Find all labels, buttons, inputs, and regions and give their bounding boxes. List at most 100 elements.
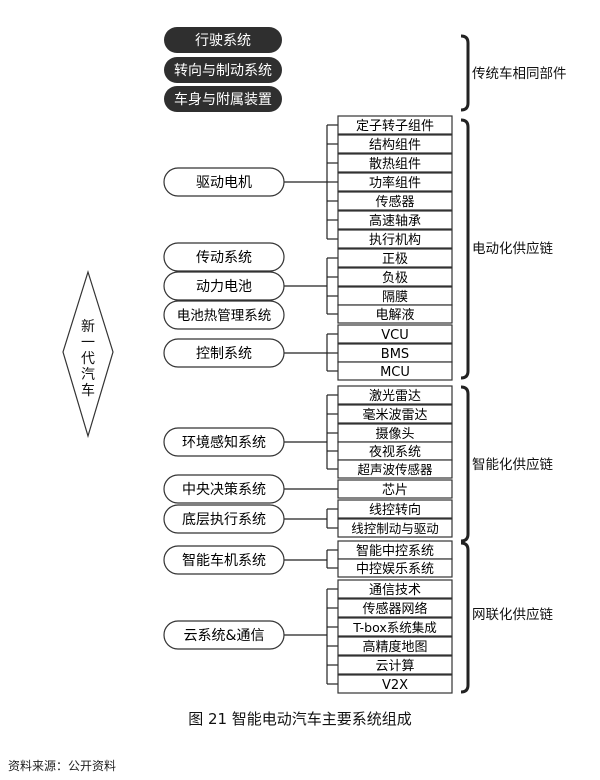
part-box — [337, 172, 453, 192]
part-box — [337, 518, 453, 538]
system-transmission-label: 传动系统 — [196, 250, 252, 266]
system-cloud-comm-label: 云系统&通信 — [184, 628, 265, 644]
system-battery-thermal — [163, 300, 285, 330]
part-label: 线控制动与驱动 — [351, 521, 439, 536]
part-label: 隔膜 — [382, 290, 408, 305]
top-pill-steering-braking — [164, 57, 282, 83]
part-label: 结构组件 — [369, 138, 421, 153]
system-drive-motor — [163, 167, 285, 197]
center-node-char: 车 — [81, 382, 95, 399]
part-box — [337, 459, 453, 479]
top-pill-body — [164, 86, 282, 112]
part-box — [337, 499, 453, 519]
part-box — [337, 134, 453, 154]
part-label: 正极 — [382, 252, 408, 267]
part-label: 传感器网络 — [362, 601, 427, 617]
part-box — [337, 153, 453, 173]
system-cloud-comm — [163, 620, 285, 650]
part-label: 传感器 — [375, 194, 414, 210]
center-node-char: 代 — [81, 351, 95, 367]
part-box — [337, 248, 453, 268]
system-smart-cockpit-label: 智能车机系统 — [182, 552, 266, 569]
part-label: 芯片 — [382, 483, 408, 498]
system-central-decision — [163, 474, 285, 504]
bracket-intelligence — [460, 385, 470, 543]
system-smart-cockpit — [163, 545, 285, 575]
part-label: 激光雷达 — [369, 389, 421, 404]
part-box — [337, 655, 453, 675]
bracket-connectivity — [460, 541, 470, 694]
system-env-perception — [163, 427, 285, 457]
part-label: 智能中控系统 — [356, 544, 434, 559]
top-pill-steering-braking-label: 转向与制动系统 — [174, 63, 272, 79]
part-box — [337, 115, 453, 135]
svg-text:新一代汽车: 新一代汽车 — [81, 319, 95, 399]
part-label: 摄像头 — [375, 427, 414, 442]
top-pill-driving-label: 行驶系统 — [195, 33, 251, 49]
part-box — [337, 361, 453, 381]
center-node-label: 新一代汽车 — [81, 319, 95, 399]
category-connectivity: 网联化供应链 — [472, 606, 553, 623]
part-label: MCU — [380, 365, 410, 380]
system-central-decision-label: 中央决策系统 — [182, 481, 266, 498]
system-env-perception-label: 环境感知系统 — [182, 434, 266, 451]
center-node-char: 一 — [81, 335, 95, 351]
part-box — [337, 229, 453, 249]
part-label: T-box系统集成 — [352, 620, 437, 635]
connectors — [284, 124, 338, 685]
part-label: 通信技术 — [369, 583, 421, 598]
system-nodes: 驱动电机 传动系统 动力电池 电池热管理系统 控制系统 环境感知系统 中央决策系… — [163, 167, 285, 650]
part-box — [337, 598, 453, 618]
system-low-level-exec — [163, 504, 285, 534]
system-control — [163, 338, 285, 368]
system-power-battery-label: 动力电池 — [196, 279, 252, 295]
part-box — [337, 674, 453, 694]
system-power-battery — [163, 271, 285, 301]
part-box — [337, 267, 453, 287]
bracket-electrification — [460, 118, 470, 380]
category-electrification: 电动化供应链 — [472, 240, 553, 257]
part-box — [337, 558, 453, 578]
part-box — [337, 385, 453, 405]
part-box — [337, 304, 453, 324]
figure-caption: 图 21 智能电动汽车主要系统组成 — [188, 710, 412, 728]
category-intelligence: 智能化供应链 — [472, 456, 553, 473]
center-node-char: 汽 — [81, 367, 95, 383]
system-battery-thermal-label: 电池热管理系统 — [177, 308, 272, 324]
center-diamond — [62, 269, 114, 439]
part-box — [337, 191, 453, 211]
part-box — [337, 579, 453, 599]
category-brackets — [460, 34, 470, 694]
part-box — [337, 324, 453, 344]
category-traditional: 传统车相同部件 — [472, 65, 567, 82]
part-label: 夜视系统 — [369, 445, 421, 460]
part-label: 超声波传感器 — [357, 462, 433, 477]
part-label: VCU — [381, 328, 409, 343]
center-node-char: 新 — [81, 319, 95, 335]
part-box — [337, 210, 453, 230]
top-pill-body-label: 车身与附属装置 — [174, 91, 272, 108]
top-pill-driving — [164, 27, 282, 53]
part-label: V2X — [382, 678, 408, 693]
part-box — [337, 636, 453, 656]
part-boxes: 定子转子组件 结构组件 散热组件 功率组件 传感器 高速轴承 执行机构 正极 负… — [337, 115, 453, 694]
part-box — [337, 404, 453, 424]
system-low-level-exec-label: 底层执行系统 — [182, 512, 266, 528]
part-label: 执行机构 — [369, 233, 421, 248]
part-box — [337, 479, 453, 499]
part-box — [337, 617, 453, 637]
part-label: 毫米波雷达 — [362, 407, 427, 423]
part-label: 线控转向 — [369, 502, 421, 518]
part-label: BMS — [381, 347, 409, 362]
part-label: 电解液 — [375, 308, 414, 323]
bracket-traditional — [460, 34, 470, 112]
part-label: 中控娱乐系统 — [356, 562, 434, 577]
part-label: 定子转子组件 — [356, 119, 434, 134]
part-label: 散热组件 — [369, 157, 421, 172]
part-label: 负极 — [382, 271, 408, 286]
part-label: 高精度地图 — [362, 639, 427, 655]
system-drive-motor-label: 驱动电机 — [196, 175, 252, 191]
part-label: 云计算 — [375, 659, 414, 674]
part-label: 功率组件 — [369, 175, 421, 191]
system-transmission — [163, 242, 285, 272]
